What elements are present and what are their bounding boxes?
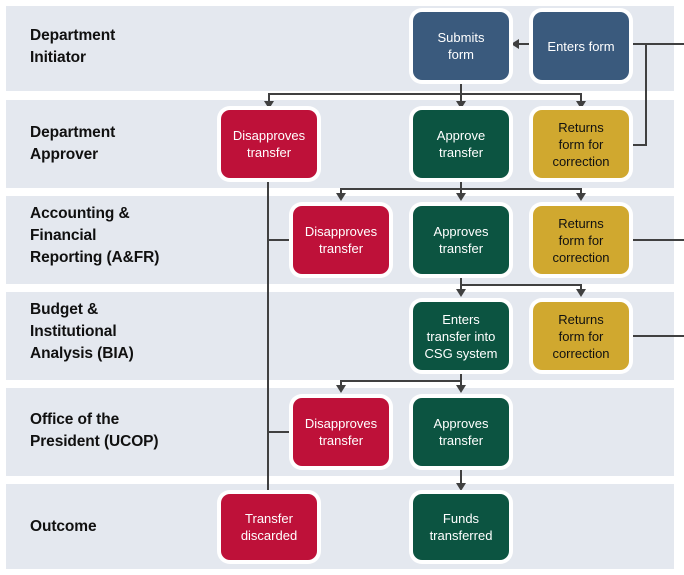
node-bia-returns-form[interactable]: Returns form for correction: [533, 302, 629, 370]
connector-approver-returns-into-enters: [627, 43, 684, 45]
node-approver-disapproves-transfer[interactable]: Disapproves transfer: [221, 110, 317, 178]
connector-to-ucop-approve: [460, 380, 462, 386]
node-submits-form[interactable]: Submits form: [413, 12, 509, 80]
arrowhead-bia-returns: [576, 289, 586, 297]
connector-submits-fanout: [268, 93, 581, 95]
connector-to-ucop-disapprove: [340, 380, 342, 386]
arrowhead-afr-disapprove: [336, 193, 346, 201]
swimlane-label-outcome: Outcome: [30, 518, 97, 535]
swimlane-label-bia: Budget & Institutional Analysis (BIA): [30, 301, 134, 362]
connector-approver-returns-up: [645, 44, 647, 146]
connector-ucop-fanout: [340, 380, 461, 382]
connector-to-approver-approve: [460, 93, 462, 102]
connector-to-approver-disapprove: [268, 93, 270, 102]
node-outcome-funds-transferred[interactable]: Funds transferred: [413, 494, 509, 560]
swimlane-label-approver: Department Approver: [30, 124, 116, 163]
connector-to-bia-enters: [460, 284, 462, 290]
arrowhead-ucop-disapprove: [336, 385, 346, 393]
node-enters-form[interactable]: Enters form: [533, 12, 629, 80]
arrowhead-bia-enters: [456, 289, 466, 297]
node-ucop-approves-transfer[interactable]: Approves transfer: [413, 398, 509, 466]
arrowhead-approver-approve: [456, 101, 466, 109]
connector-afr-returns-out: [628, 239, 684, 241]
node-approver-returns-form[interactable]: Returns form for correction: [533, 110, 629, 178]
swimlane-label-initiator: Department Initiator: [30, 27, 116, 66]
arrowhead-approver-returns: [576, 101, 586, 109]
node-approver-approve-transfer[interactable]: Approve transfer: [413, 110, 509, 178]
connector-afr-approve-down: [460, 274, 462, 285]
arrowhead-ucop-approve: [456, 385, 466, 393]
connector-submits-down: [460, 80, 462, 94]
arrowhead-afr-returns: [576, 193, 586, 201]
arrowhead-funds-transferred: [456, 483, 466, 491]
arrowhead-into-submits-form: [511, 39, 519, 49]
node-afr-disapproves-transfer[interactable]: Disapproves transfer: [293, 206, 389, 274]
arrowhead-approver-disapprove: [264, 101, 274, 109]
connector-to-bia-returns: [580, 284, 582, 290]
swimlane-label-ucop: Office of the President (UCOP): [30, 411, 159, 450]
connector-bia-fanout: [460, 284, 581, 286]
connector-approver-returns-out: [628, 144, 647, 146]
node-ucop-disapproves-transfer[interactable]: Disapproves transfer: [293, 398, 389, 466]
swimlane-band-outcome: [6, 484, 674, 569]
swimlane-label-afr: Accounting & Financial Reporting (A&FR): [30, 205, 160, 266]
connector-to-approver-returns: [580, 93, 582, 102]
node-outcome-transfer-discarded[interactable]: Transfer discarded: [221, 494, 317, 560]
node-bia-enters-transfer[interactable]: Enters transfer into CSG system: [413, 302, 509, 370]
connector-to-afr-disapprove: [340, 188, 342, 194]
connector-approver-approve-down: [460, 178, 462, 189]
arrowhead-afr-approve: [456, 193, 466, 201]
connector-bia-enters-down: [460, 370, 462, 381]
connector-ucop-approve-down: [460, 466, 462, 484]
connector-to-afr-returns: [580, 188, 582, 194]
connector-ucop-disapprove-to-rail: [268, 431, 294, 433]
connector-bia-returns-out: [628, 335, 684, 337]
node-afr-returns-form[interactable]: Returns form for correction: [533, 206, 629, 274]
node-afr-approves-transfer[interactable]: Approves transfer: [413, 206, 509, 274]
connector-to-afr-approve: [460, 188, 462, 194]
connector-afr-disapprove-to-rail: [268, 239, 294, 241]
connector-disapprove-rail: [267, 178, 269, 493]
